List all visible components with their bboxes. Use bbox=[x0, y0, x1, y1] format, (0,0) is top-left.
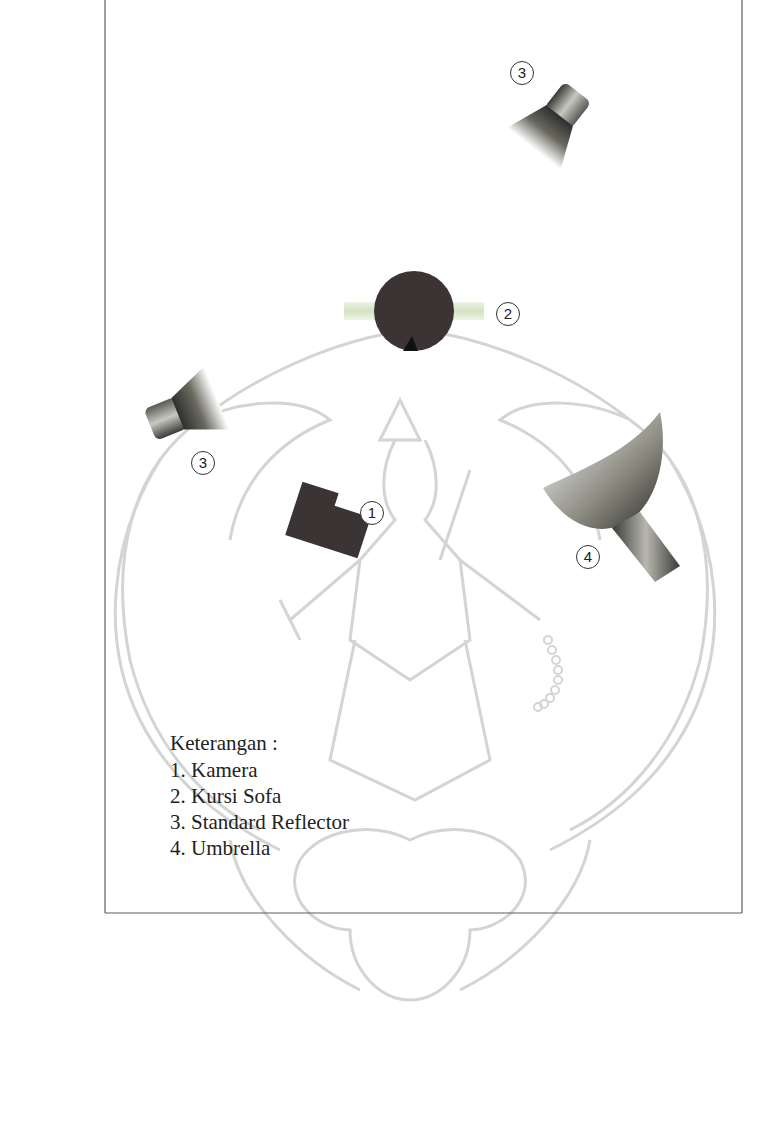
watermark bbox=[115, 330, 714, 1000]
standard-reflector bbox=[137, 367, 229, 457]
legend-heading: Keterangan : bbox=[170, 730, 278, 756]
legend-item: 4. Umbrella bbox=[170, 835, 270, 861]
standard-reflector bbox=[507, 71, 605, 170]
callout-number: 3 bbox=[191, 451, 215, 475]
umbrella bbox=[543, 412, 680, 582]
callout-number: 3 bbox=[510, 61, 534, 85]
sofa bbox=[344, 271, 484, 351]
legend-item: 3. Standard Reflector bbox=[170, 809, 349, 835]
callout-number: 4 bbox=[576, 545, 600, 569]
callout-number: 2 bbox=[496, 302, 520, 326]
frame bbox=[105, 0, 742, 913]
legend-item: 2. Kursi Sofa bbox=[170, 783, 281, 809]
callout-number: 1 bbox=[360, 501, 384, 525]
legend-item: 1. Kamera bbox=[170, 757, 257, 783]
